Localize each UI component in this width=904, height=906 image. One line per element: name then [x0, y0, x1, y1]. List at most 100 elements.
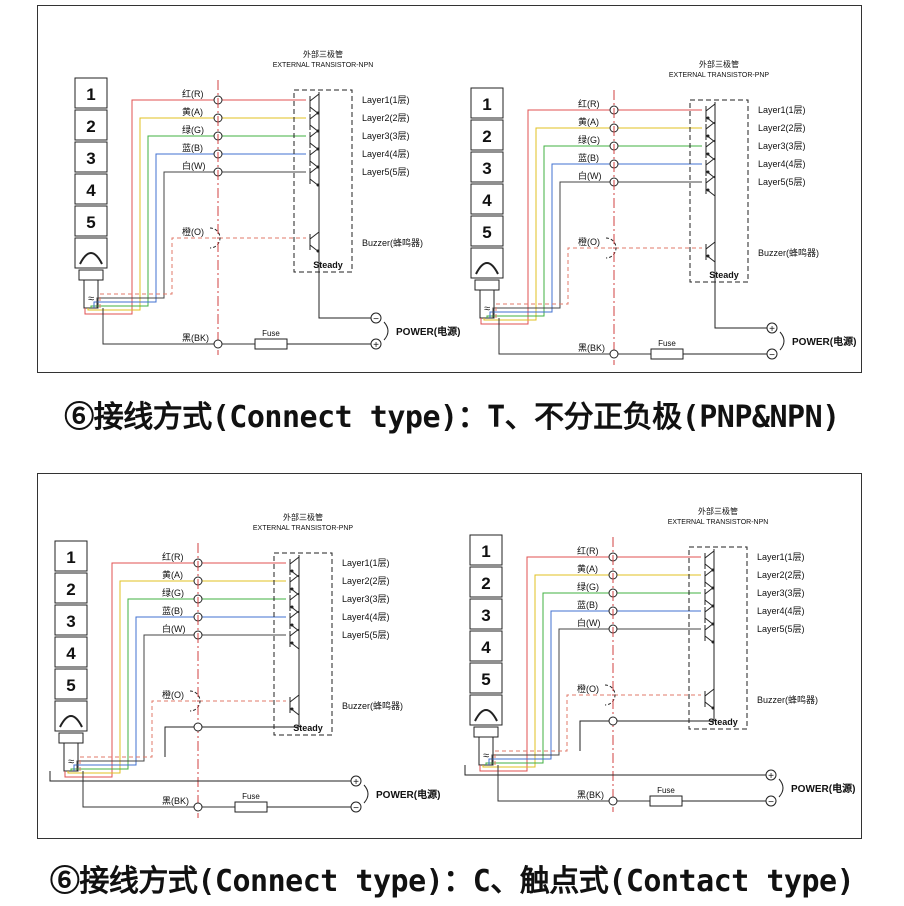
- tower-layer-1: [74, 77, 108, 109]
- wire-label-4: 白(W): [162, 623, 186, 634]
- transistor-4-arrow: [706, 170, 710, 174]
- wire-2: [70, 598, 286, 771]
- tower-layer-2: [470, 119, 504, 151]
- tower-layer-3: [469, 598, 503, 630]
- power-label: POWER(电源): [396, 325, 460, 338]
- tower-base: [78, 269, 104, 281]
- ground-node: [213, 339, 223, 349]
- wire-0: [84, 99, 306, 315]
- transistor-5-arrow: [290, 641, 294, 645]
- transistor-5-collector: [309, 165, 320, 174]
- buzzer-label: Buzzer(蜂鸣器): [758, 247, 819, 258]
- contact-node: [608, 716, 618, 726]
- tower-layer-3: [54, 604, 88, 636]
- wire-buzzer: [495, 247, 702, 318]
- transistor-2-arrow: [290, 587, 294, 591]
- wire-1: [87, 117, 306, 311]
- wire-black: [497, 765, 650, 802]
- wire-1: [67, 580, 286, 774]
- tower-layer-4: [469, 630, 503, 662]
- fuse-label: Fuse: [657, 786, 675, 795]
- wire-2: [90, 135, 306, 308]
- transistor-1-collector: [289, 556, 300, 565]
- wire-label-buzzer: 橙(O): [162, 689, 184, 700]
- wire-label-4: 白(W): [578, 170, 602, 181]
- buzzer-label: Buzzer(蜂鸣器): [362, 237, 423, 248]
- fuse-label: Fuse: [262, 329, 280, 338]
- tower-layer-1: [470, 87, 504, 119]
- transistor-3-arrow: [706, 152, 710, 156]
- buzzer-wire-arc: [189, 690, 201, 712]
- power-rail-contact: [579, 709, 715, 751]
- transistor-title-en: EXTERNAL TRANSISTOR-NPN: [668, 519, 769, 526]
- wire-label-3: 蓝(B): [182, 142, 203, 153]
- wire-3: [73, 616, 286, 771]
- fuse-label: Fuse: [242, 792, 260, 801]
- top-diagram-panel: [37, 5, 862, 373]
- transistor-buzzer-arrow: [290, 707, 294, 711]
- wire-1: [482, 574, 701, 768]
- wire-4: [491, 628, 701, 765]
- wire-black: [102, 308, 255, 345]
- wire-label-0: 红(R): [182, 88, 204, 99]
- tower-layer-label: 1: [481, 542, 490, 561]
- power-rail-top: [714, 262, 768, 329]
- tower-layer-label: 1: [86, 85, 95, 104]
- fuse-symbol: [254, 338, 288, 350]
- power-rail-top: [49, 771, 352, 782]
- transistor-4-collector: [704, 604, 715, 613]
- wire-label-1: 黄(A): [578, 116, 599, 127]
- transistor-title-en: EXTERNAL TRANSISTOR-PNP: [669, 72, 770, 79]
- tower-layer-1: [54, 540, 88, 572]
- power-brace: [778, 778, 784, 798]
- layer-label-2: Layer2(2层): [362, 113, 410, 123]
- transistor-2-collector: [309, 111, 320, 120]
- wire-label-1: 黄(A): [577, 563, 598, 574]
- transistor-box: [689, 99, 749, 283]
- wire-4: [96, 171, 306, 308]
- tower-layer-1: [469, 534, 503, 566]
- transistor-3-collector: [704, 586, 715, 595]
- buzzer-wire-arc: [209, 227, 221, 249]
- wire-buzzer: [494, 694, 701, 765]
- wire-label-3: 蓝(B): [162, 605, 183, 616]
- power-symbol-bottom: −: [353, 803, 359, 814]
- transistor-box: [273, 552, 333, 736]
- fuse-symbol: [649, 795, 683, 807]
- fuse-symbol: [650, 348, 684, 360]
- fuse-symbol: [234, 801, 268, 813]
- layer-label-4: Layer4(4层): [362, 149, 410, 159]
- layer-label-4: Layer4(4层): [757, 606, 805, 616]
- tower-layer-label: 5: [66, 676, 75, 695]
- transistor-buzzer-collector: [705, 241, 716, 250]
- layer-label-1: Layer1(1层): [362, 95, 410, 105]
- buzzer-label: Buzzer(蜂鸣器): [342, 700, 403, 711]
- ground-node: [193, 802, 203, 812]
- tower-layer-label: 4: [66, 644, 76, 663]
- layer-label-2: Layer2(2层): [757, 570, 805, 580]
- wire-black: [498, 318, 651, 355]
- power-symbol-bottom: −: [768, 797, 774, 808]
- steady-label: Steady: [708, 717, 738, 727]
- buzzer-wire-arc: [605, 237, 617, 259]
- transistor-title-en: EXTERNAL TRANSISTOR-PNP: [253, 525, 354, 532]
- power-terminal-top: [766, 322, 778, 334]
- wire-4: [492, 181, 702, 318]
- layer-label-3: Layer3(3层): [758, 141, 806, 151]
- wire-label-3: 蓝(B): [577, 599, 598, 610]
- buzzer-icon: [59, 715, 83, 728]
- ground-node: [609, 349, 619, 359]
- wire-0: [479, 556, 701, 772]
- tower-layer-label: 5: [481, 670, 490, 689]
- wire-black: [82, 771, 235, 808]
- transistor-5-arrow: [706, 188, 710, 192]
- transistor-5-collector: [704, 622, 715, 631]
- power-symbol-top: +: [768, 771, 774, 782]
- tower-layer-label: 5: [86, 213, 95, 232]
- layer-label-3: Layer3(3层): [362, 131, 410, 141]
- transistor-1-collector: [309, 93, 320, 102]
- power-symbol-top: +: [769, 324, 775, 335]
- wire-label-2: 绿(G): [577, 581, 599, 592]
- layer-label-4: Layer4(4层): [342, 612, 390, 622]
